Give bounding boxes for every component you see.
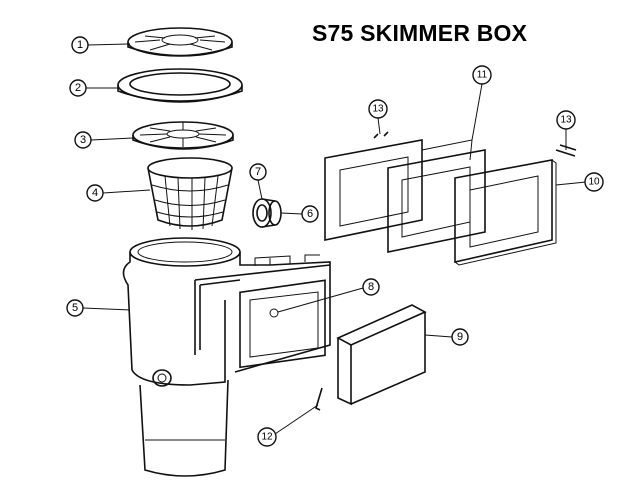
callout-2: 2 — [69, 79, 87, 97]
svg-text:5: 5 — [72, 302, 78, 314]
screws-left — [373, 131, 389, 139]
gasket-left — [324, 139, 423, 241]
svg-text:3: 3 — [80, 134, 86, 146]
callout-12: 12 — [257, 427, 277, 447]
diagram-title: S75 SKIMMER BOX — [312, 20, 528, 46]
fitting — [252, 198, 282, 228]
face-plate — [454, 159, 557, 266]
lid-ring — [117, 68, 243, 103]
svg-text:7: 7 — [255, 166, 261, 178]
svg-text:8: 8 — [368, 281, 374, 293]
svg-text:4: 4 — [92, 187, 98, 199]
svg-text:2: 2 — [75, 82, 81, 94]
callout-13-left: 13 — [368, 99, 388, 119]
svg-text:1: 1 — [77, 39, 83, 51]
callout-9: 9 — [451, 328, 469, 346]
weir-pin — [315, 387, 323, 411]
callout-13-right: 13 — [556, 110, 576, 130]
callout-8: 8 — [362, 278, 380, 296]
callout-7: 7 — [249, 163, 267, 181]
basket — [147, 157, 233, 230]
svg-text:10: 10 — [588, 177, 600, 188]
weir-flap — [336, 304, 427, 406]
callout-11: 11 — [472, 65, 492, 85]
weir-plate — [132, 121, 234, 150]
svg-text:12: 12 — [261, 432, 273, 443]
svg-text:6: 6 — [307, 208, 313, 220]
svg-text:13: 13 — [372, 104, 384, 115]
screws-right — [555, 144, 577, 157]
svg-text:13: 13 — [560, 115, 572, 126]
callout-4: 4 — [86, 184, 104, 202]
lid — [127, 27, 233, 57]
svg-text:9: 9 — [457, 331, 463, 343]
leader-lines — [82, 43, 587, 435]
callout-10: 10 — [584, 172, 604, 192]
callout-6: 6 — [301, 205, 319, 223]
callout-5: 5 — [66, 299, 84, 317]
callout-3: 3 — [74, 131, 92, 149]
svg-text:11: 11 — [477, 70, 488, 81]
callout-1: 1 — [71, 36, 89, 54]
skimmer-body — [122, 237, 331, 477]
